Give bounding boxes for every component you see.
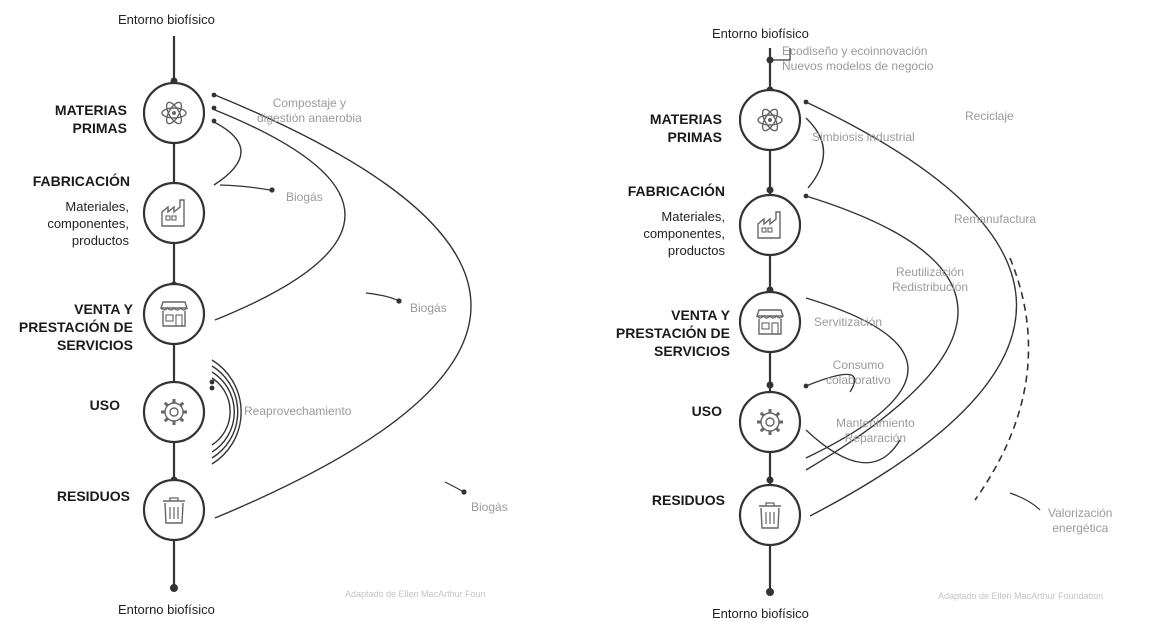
right-remanufactura-label: Remanufactura	[954, 212, 1037, 226]
right-env-top-label: Entorno biofísico	[712, 26, 809, 41]
left-arc-biogas-middle	[214, 109, 346, 321]
right-arc-consumo	[805, 373, 856, 393]
right-fabricacion-sub: Materiales, componentes, productos	[643, 209, 725, 258]
left-reuse-arcs	[211, 359, 242, 465]
right-mantenimiento-label: Mantenimiento Reparación	[836, 416, 915, 445]
left-uso-label: USO	[89, 397, 120, 413]
left-fabricacion-label: FABRICACIÓN	[32, 173, 130, 189]
right-arc-mantenimiento	[805, 429, 901, 464]
right-residuos-label: RESIDUOS	[651, 492, 725, 508]
right-arc-dashed	[974, 257, 1030, 501]
left-fabricacion-node	[142, 181, 206, 245]
right-arc-reciclaje	[805, 101, 1018, 517]
right-reutilizacion-label: Reutilización Redistribución	[892, 265, 969, 294]
left-arc-compost-loop	[213, 121, 242, 186]
right-valorizacion-label: Valorización energética	[1048, 506, 1113, 535]
right-venta-label: VENTA Y PRESTACIÓN DE SERVICIOS	[615, 307, 730, 359]
right-uso-label: USO	[691, 403, 722, 419]
right-credit: Adaptado de Ellen MacArthur Foundation	[938, 591, 1104, 601]
right-arc-reutilizacion	[805, 297, 909, 459]
right-ecodiseno-label: Ecodiseño y ecoinnovación Nuevos modelos…	[782, 44, 934, 73]
right-fabricacion-label: FABRICACIÓN	[627, 183, 725, 199]
left-env-bottom-label: Entorno biofísico	[118, 602, 215, 617]
left-biogas-1-label: Biogás	[286, 190, 323, 204]
left-fabricacion-sub: Materiales, componentes, productos	[47, 199, 129, 248]
right-arc-remanufactura	[805, 195, 959, 471]
left-venta-node	[142, 282, 206, 346]
right-env-bottom-label: Entorno biofísico	[712, 606, 809, 621]
right-uso-node	[738, 390, 802, 454]
left-arc-biogas-outer	[214, 94, 472, 519]
right-diagram	[738, 48, 1041, 596]
left-credit: Adaptado de Ellen MacArthur Foun	[345, 589, 486, 599]
left-biogas-2-label: Biogás	[410, 301, 447, 315]
left-diagram	[142, 36, 472, 592]
right-venta-node	[738, 290, 802, 354]
left-venta-label: VENTA Y PRESTACIÓN DE SERVICIOS	[18, 301, 133, 353]
left-env-top-label: Entorno biofísico	[118, 12, 215, 27]
right-simbiosis-label: Simbiosis industrial	[812, 130, 915, 144]
right-reciclaje-label: Reciclaje	[965, 109, 1014, 123]
right-servitizacion-label: Servitización	[814, 315, 883, 329]
left-compostaje-label: Compostaje y digestión anaerobia	[257, 96, 362, 125]
right-consumo-label: Consumo colaborativo	[826, 358, 891, 387]
left-reaprovechamiento-label: Reaprovechamiento	[244, 404, 352, 418]
right-materias-label: MATERIAS PRIMAS	[649, 111, 722, 145]
left-biogas-3-label: Biogás	[471, 500, 508, 514]
left-residuos-label: RESIDUOS	[56, 488, 130, 504]
left-materias-label: MATERIAS PRIMAS	[54, 102, 127, 136]
right-arc-simbiosis	[805, 117, 825, 189]
right-fabricacion-node	[738, 193, 802, 257]
left-uso-node	[142, 380, 206, 444]
